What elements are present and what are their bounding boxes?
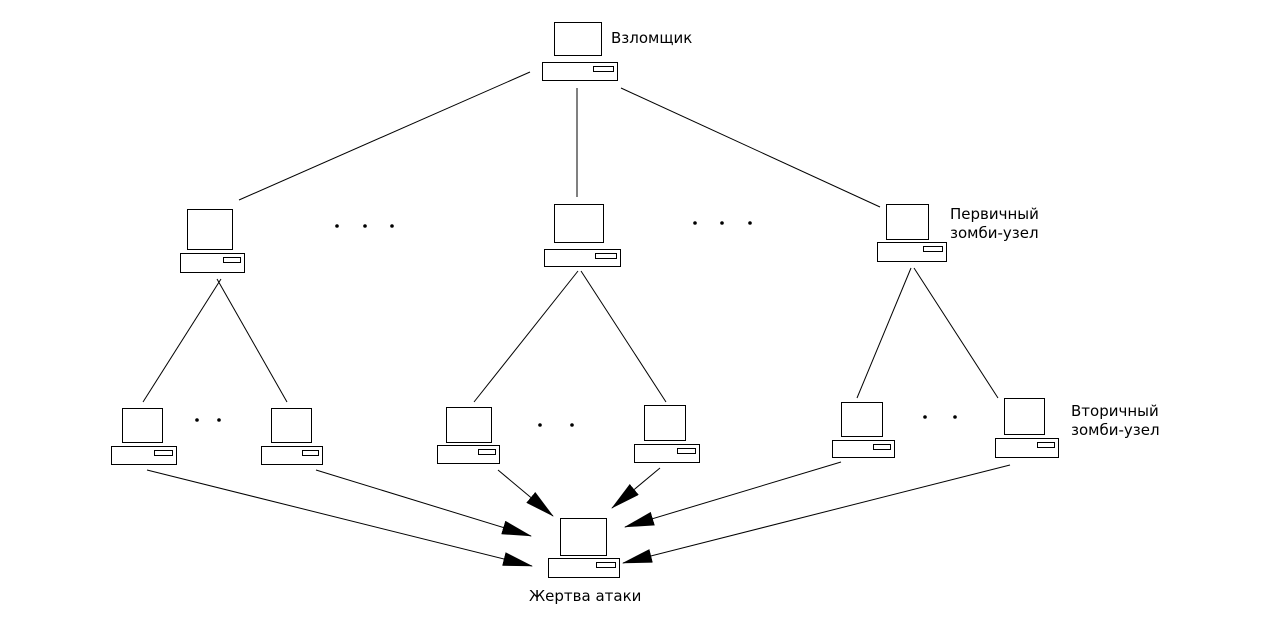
attacker-computer — [542, 22, 618, 81]
drive-slot-icon — [923, 246, 943, 252]
monitor-icon — [187, 209, 233, 250]
drive-slot-icon — [873, 444, 891, 450]
primary-zombie-3 — [877, 204, 947, 262]
monitor-icon — [122, 408, 163, 443]
ellipsis-dot — [693, 221, 697, 225]
monitor-icon — [446, 407, 492, 443]
primary-zombie-label-line2: зомби-узел — [950, 224, 1039, 242]
attack-arrow — [624, 461, 842, 528]
secondary-zombie-4 — [634, 405, 700, 463]
connection-line — [580, 270, 667, 403]
drive-slot-icon — [593, 66, 614, 72]
connection-line — [473, 270, 579, 403]
primary-zombie-2 — [544, 204, 621, 267]
attack-arrow — [611, 467, 661, 509]
secondary-zombie-6 — [995, 398, 1059, 458]
attack-arrows — [146, 461, 1011, 567]
ellipsis-dot — [195, 418, 199, 422]
monitor-icon — [644, 405, 686, 441]
drive-slot-icon — [302, 450, 319, 456]
secondary-zombie-5 — [832, 402, 895, 458]
primary-zombie-1 — [180, 209, 245, 273]
ellipsis-dot — [538, 423, 542, 427]
victim-computer — [548, 518, 620, 578]
secondary-zombie-1 — [111, 408, 177, 465]
drive-slot-icon — [596, 562, 616, 568]
primary-zombie-label-line1: Первичный — [950, 205, 1039, 223]
secondary-zombie-label-line1: Вторичный — [1071, 402, 1159, 420]
attack-arrow — [146, 469, 533, 567]
monitor-icon — [1004, 398, 1045, 435]
drive-slot-icon — [1037, 442, 1055, 448]
drive-slot-icon — [223, 257, 241, 263]
ellipsis-dot — [363, 224, 367, 228]
attack-arrow — [315, 469, 532, 537]
secondary-zombie-3 — [437, 407, 500, 464]
connection-line — [620, 87, 881, 208]
monitor-icon — [841, 402, 883, 437]
ellipsis-dot — [748, 221, 752, 225]
secondary-zombie-2 — [261, 408, 323, 465]
connection-line — [913, 267, 999, 399]
ellipsis-dot — [923, 415, 927, 419]
monitor-icon — [886, 204, 929, 240]
drive-slot-icon — [478, 449, 496, 455]
monitor-icon — [271, 408, 312, 443]
connection-line — [142, 278, 222, 403]
computers — [111, 22, 1059, 578]
attack-arrow — [497, 469, 554, 517]
ellipsis-dot — [217, 418, 221, 422]
ellipsis-dot — [335, 224, 339, 228]
secondary-zombie-label-line2: зомби-узел — [1071, 421, 1160, 439]
ellipsis-dot — [390, 224, 394, 228]
attack-arrow — [622, 464, 1011, 564]
connection-line — [238, 71, 531, 201]
ellipsis-dot — [720, 221, 724, 225]
drive-slot-icon — [595, 253, 617, 259]
connection-line — [856, 267, 912, 399]
drive-slot-icon — [677, 448, 696, 454]
ellipsis-dots — [195, 221, 957, 427]
monitor-icon — [560, 518, 607, 556]
ellipsis-dot — [570, 423, 574, 427]
ellipsis-dot — [953, 415, 957, 419]
drive-slot-icon — [154, 450, 173, 456]
monitor-icon — [554, 204, 604, 243]
connection-lines — [142, 71, 999, 403]
connection-line — [216, 278, 288, 403]
victim-label: Жертва атаки — [529, 587, 642, 605]
monitor-icon — [554, 22, 602, 56]
attacker-label: Взломщик — [611, 29, 693, 47]
